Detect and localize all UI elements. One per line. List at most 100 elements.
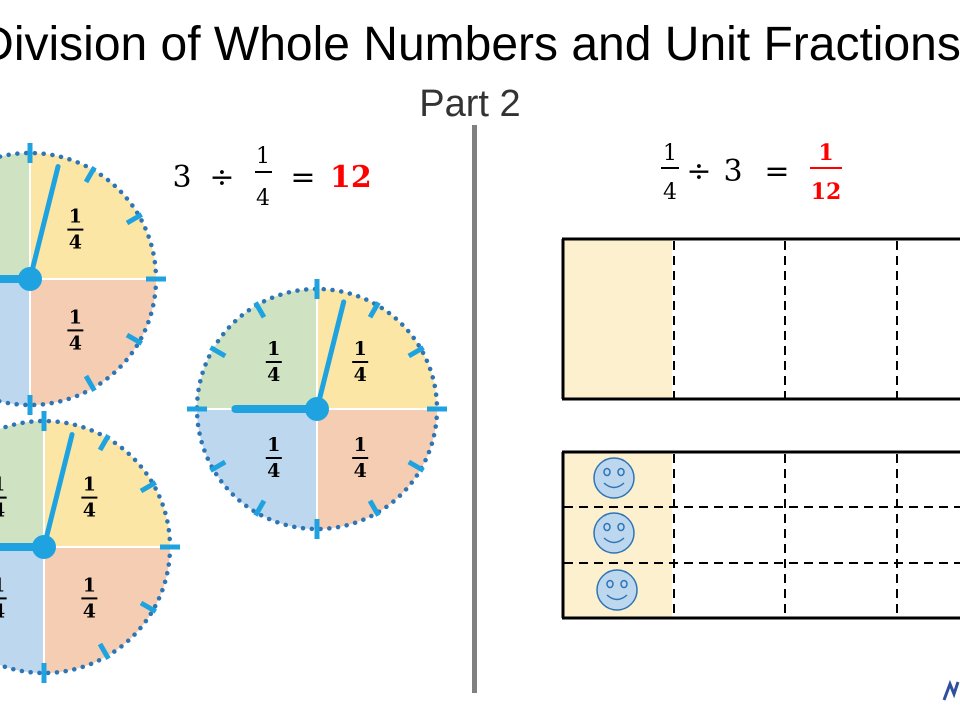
left-equation-equals: = — [290, 160, 315, 195]
face-eye — [617, 522, 625, 532]
quarter-sector-blue — [197, 409, 317, 529]
fraction-bar-quarters — [561, 237, 960, 401]
quarter-sector-blue — [0, 547, 44, 673]
hour-tick — [139, 600, 157, 614]
hour-tick — [209, 459, 227, 473]
quarter-label-bar — [352, 457, 369, 459]
quarter-label-denominator: 4 — [69, 332, 82, 354]
quarter-sector-yellow — [30, 153, 156, 279]
face-eye — [620, 579, 628, 589]
minute-hand — [41, 432, 75, 550]
slide-title: Division of Whole Numbers and Unit Fract… — [0, 18, 960, 71]
hour-tick — [407, 459, 425, 473]
right-equation: 1 4 ÷ 3 = 1 12 — [661, 140, 842, 205]
hour-tick — [253, 499, 267, 517]
quarter-label-bar — [81, 597, 98, 600]
right-equation-result-denominator: 12 — [811, 179, 842, 205]
face-mouth — [603, 537, 625, 544]
vertical-divider — [472, 125, 477, 693]
slide-subtitle: Part 2 — [419, 83, 520, 125]
quarter-label-numerator: 1 — [83, 574, 96, 596]
quarter-label-numerator: 1 — [267, 434, 280, 456]
fraction-bar-shared — [561, 450, 960, 620]
clock-center-hub — [305, 397, 329, 421]
hour-tick — [367, 499, 381, 517]
hour-tick — [209, 345, 227, 359]
face-eye — [603, 467, 611, 477]
left-equation-numerator: 1 — [256, 144, 270, 169]
quarter-label-bar — [0, 496, 7, 499]
quarter-label-bar — [265, 457, 282, 459]
face-outline — [593, 457, 635, 499]
hour-tick — [139, 480, 157, 494]
left-equation-operator: ÷ — [209, 160, 234, 195]
face-eye — [617, 467, 625, 477]
quarter-label-denominator: 4 — [69, 232, 82, 254]
quarter-label-denominator: 4 — [0, 500, 5, 522]
shaded-quarter — [562, 239, 672, 399]
hour-tick — [125, 212, 143, 226]
right-equation-whole: 3 — [723, 154, 742, 189]
left-equation-result: 12 — [330, 160, 372, 195]
hour-tick — [253, 301, 267, 319]
quarter-label-bar — [0, 597, 7, 600]
quarter-label-denominator: 4 — [354, 460, 367, 482]
quarter-label-denominator: 4 — [267, 364, 280, 386]
quarter-label-numerator: 1 — [0, 574, 5, 596]
minute-hand — [27, 164, 61, 282]
hour-tick — [97, 434, 111, 452]
quarter-label-denominator: 4 — [0, 600, 5, 622]
quarter-sector-green — [197, 289, 317, 409]
left-equation-whole: 3 — [172, 160, 191, 195]
right-equation-fraction-bar — [661, 167, 679, 169]
smiley-face-icon — [596, 569, 638, 611]
quarter-label-denominator: 4 — [354, 364, 367, 386]
quarter-label-bar — [81, 496, 98, 499]
hour-tick — [407, 345, 425, 359]
right-equation-result-numerator: 1 — [818, 140, 833, 166]
quarter-label-numerator: 1 — [69, 206, 82, 228]
hour-tick — [125, 332, 143, 346]
quarter-sector-yellow — [317, 289, 437, 409]
quarter-sector-green — [0, 421, 44, 547]
clock-center-hub — [32, 535, 56, 559]
face-outline — [593, 512, 635, 554]
right-equation-result-bar — [810, 167, 842, 169]
smiley-face-icon — [593, 457, 635, 499]
minute-hand — [314, 299, 347, 412]
logo-fragment — [942, 679, 960, 701]
left-equation: 3 ÷ 1 4 = 12 — [172, 144, 371, 211]
quarter-sector-yellow — [44, 421, 170, 547]
quarter-sector-blue — [0, 279, 30, 405]
quarter-sector-orange — [44, 547, 170, 673]
quarter-label-numerator: 1 — [354, 434, 367, 456]
quarter-label-bar — [265, 361, 282, 363]
right-equation-denominator: 4 — [663, 180, 677, 205]
right-equation-operator: ÷ — [686, 154, 711, 189]
quarter-label-numerator: 1 — [69, 306, 82, 328]
hour-tick — [367, 301, 381, 319]
face-mouth — [603, 482, 625, 489]
quarter-label-denominator: 4 — [83, 500, 96, 522]
face-mouth — [606, 594, 628, 601]
quarter-label-bar — [352, 361, 369, 363]
clock-center-hub — [18, 267, 42, 291]
left-equation-fraction-bar — [255, 171, 272, 173]
quarter-sector-orange — [317, 409, 437, 529]
quarter-sector-orange — [30, 279, 156, 405]
quarter-label-bar — [67, 329, 84, 332]
hour-tick — [83, 374, 97, 392]
quarter-sector-green — [0, 153, 30, 279]
hour-tick — [83, 166, 97, 184]
face-eye — [603, 522, 611, 532]
quarter-label-numerator: 1 — [354, 338, 367, 360]
quarter-label-numerator: 1 — [83, 474, 96, 496]
right-equation-equals: = — [764, 154, 789, 189]
quarter-label-numerator: 1 — [0, 474, 5, 496]
quarter-label-numerator: 1 — [267, 338, 280, 360]
